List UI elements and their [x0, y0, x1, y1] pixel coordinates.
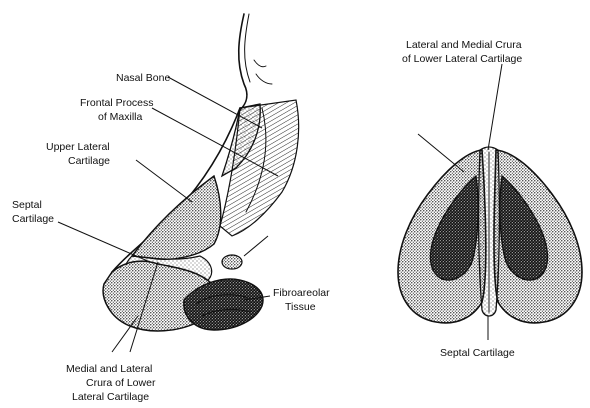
leader-upper-lateral	[135, 159, 193, 203]
label-crura-lateral-3: Lateral Cartilage	[72, 391, 149, 403]
basal-view: Lateral and Medial Crura of Lower Latera…	[397, 39, 583, 359]
leader-crura-lateral-2	[129, 261, 159, 353]
label-septal-1: Septal	[12, 199, 42, 211]
upper-lateral-cartilage	[130, 174, 222, 260]
label-fibroareolar-1: Fibroareolar	[273, 287, 330, 299]
label-upper-lateral-2: Cartilage	[68, 155, 110, 167]
sesamoid-cartilage	[221, 254, 243, 270]
leader-septal	[57, 221, 151, 263]
label-crura-basal-2: of Lower Lateral Cartilage	[402, 53, 522, 65]
label-crura-lateral-2: Crura of Lower	[86, 377, 156, 389]
label-crura-basal-1: Lateral and Medial Crura	[406, 39, 522, 51]
label-upper-lateral-1: Upper Lateral	[46, 141, 110, 153]
label-fibroareolar-2: Tissue	[285, 301, 316, 313]
leader-crura-basal-2	[487, 63, 503, 151]
leader-sesamoid	[243, 235, 269, 257]
leader-crura-basal-1	[417, 133, 465, 173]
fibroareolar-tissue	[183, 278, 264, 331]
leader-frontal-process	[151, 107, 279, 177]
left-nostril	[429, 174, 479, 281]
label-frontal-process-2: of Maxilla	[98, 111, 143, 123]
right-nostril	[499, 174, 549, 281]
label-septal-basal: Septal Cartilage	[440, 347, 515, 359]
leader-crura-lateral-1	[111, 315, 139, 353]
label-frontal-process-1: Frontal Process	[80, 97, 154, 109]
leader-fibroareolar	[243, 295, 271, 301]
label-septal-2: Cartilage	[12, 213, 54, 225]
forehead-contour	[237, 13, 273, 111]
label-nasal-bone: Nasal Bone	[116, 72, 170, 84]
label-crura-lateral-1: Medial and Lateral	[66, 363, 152, 375]
leader-nasal-bone	[167, 76, 263, 129]
lateral-view: Nasal Bone Frontal Process of Maxilla Up…	[12, 13, 330, 403]
